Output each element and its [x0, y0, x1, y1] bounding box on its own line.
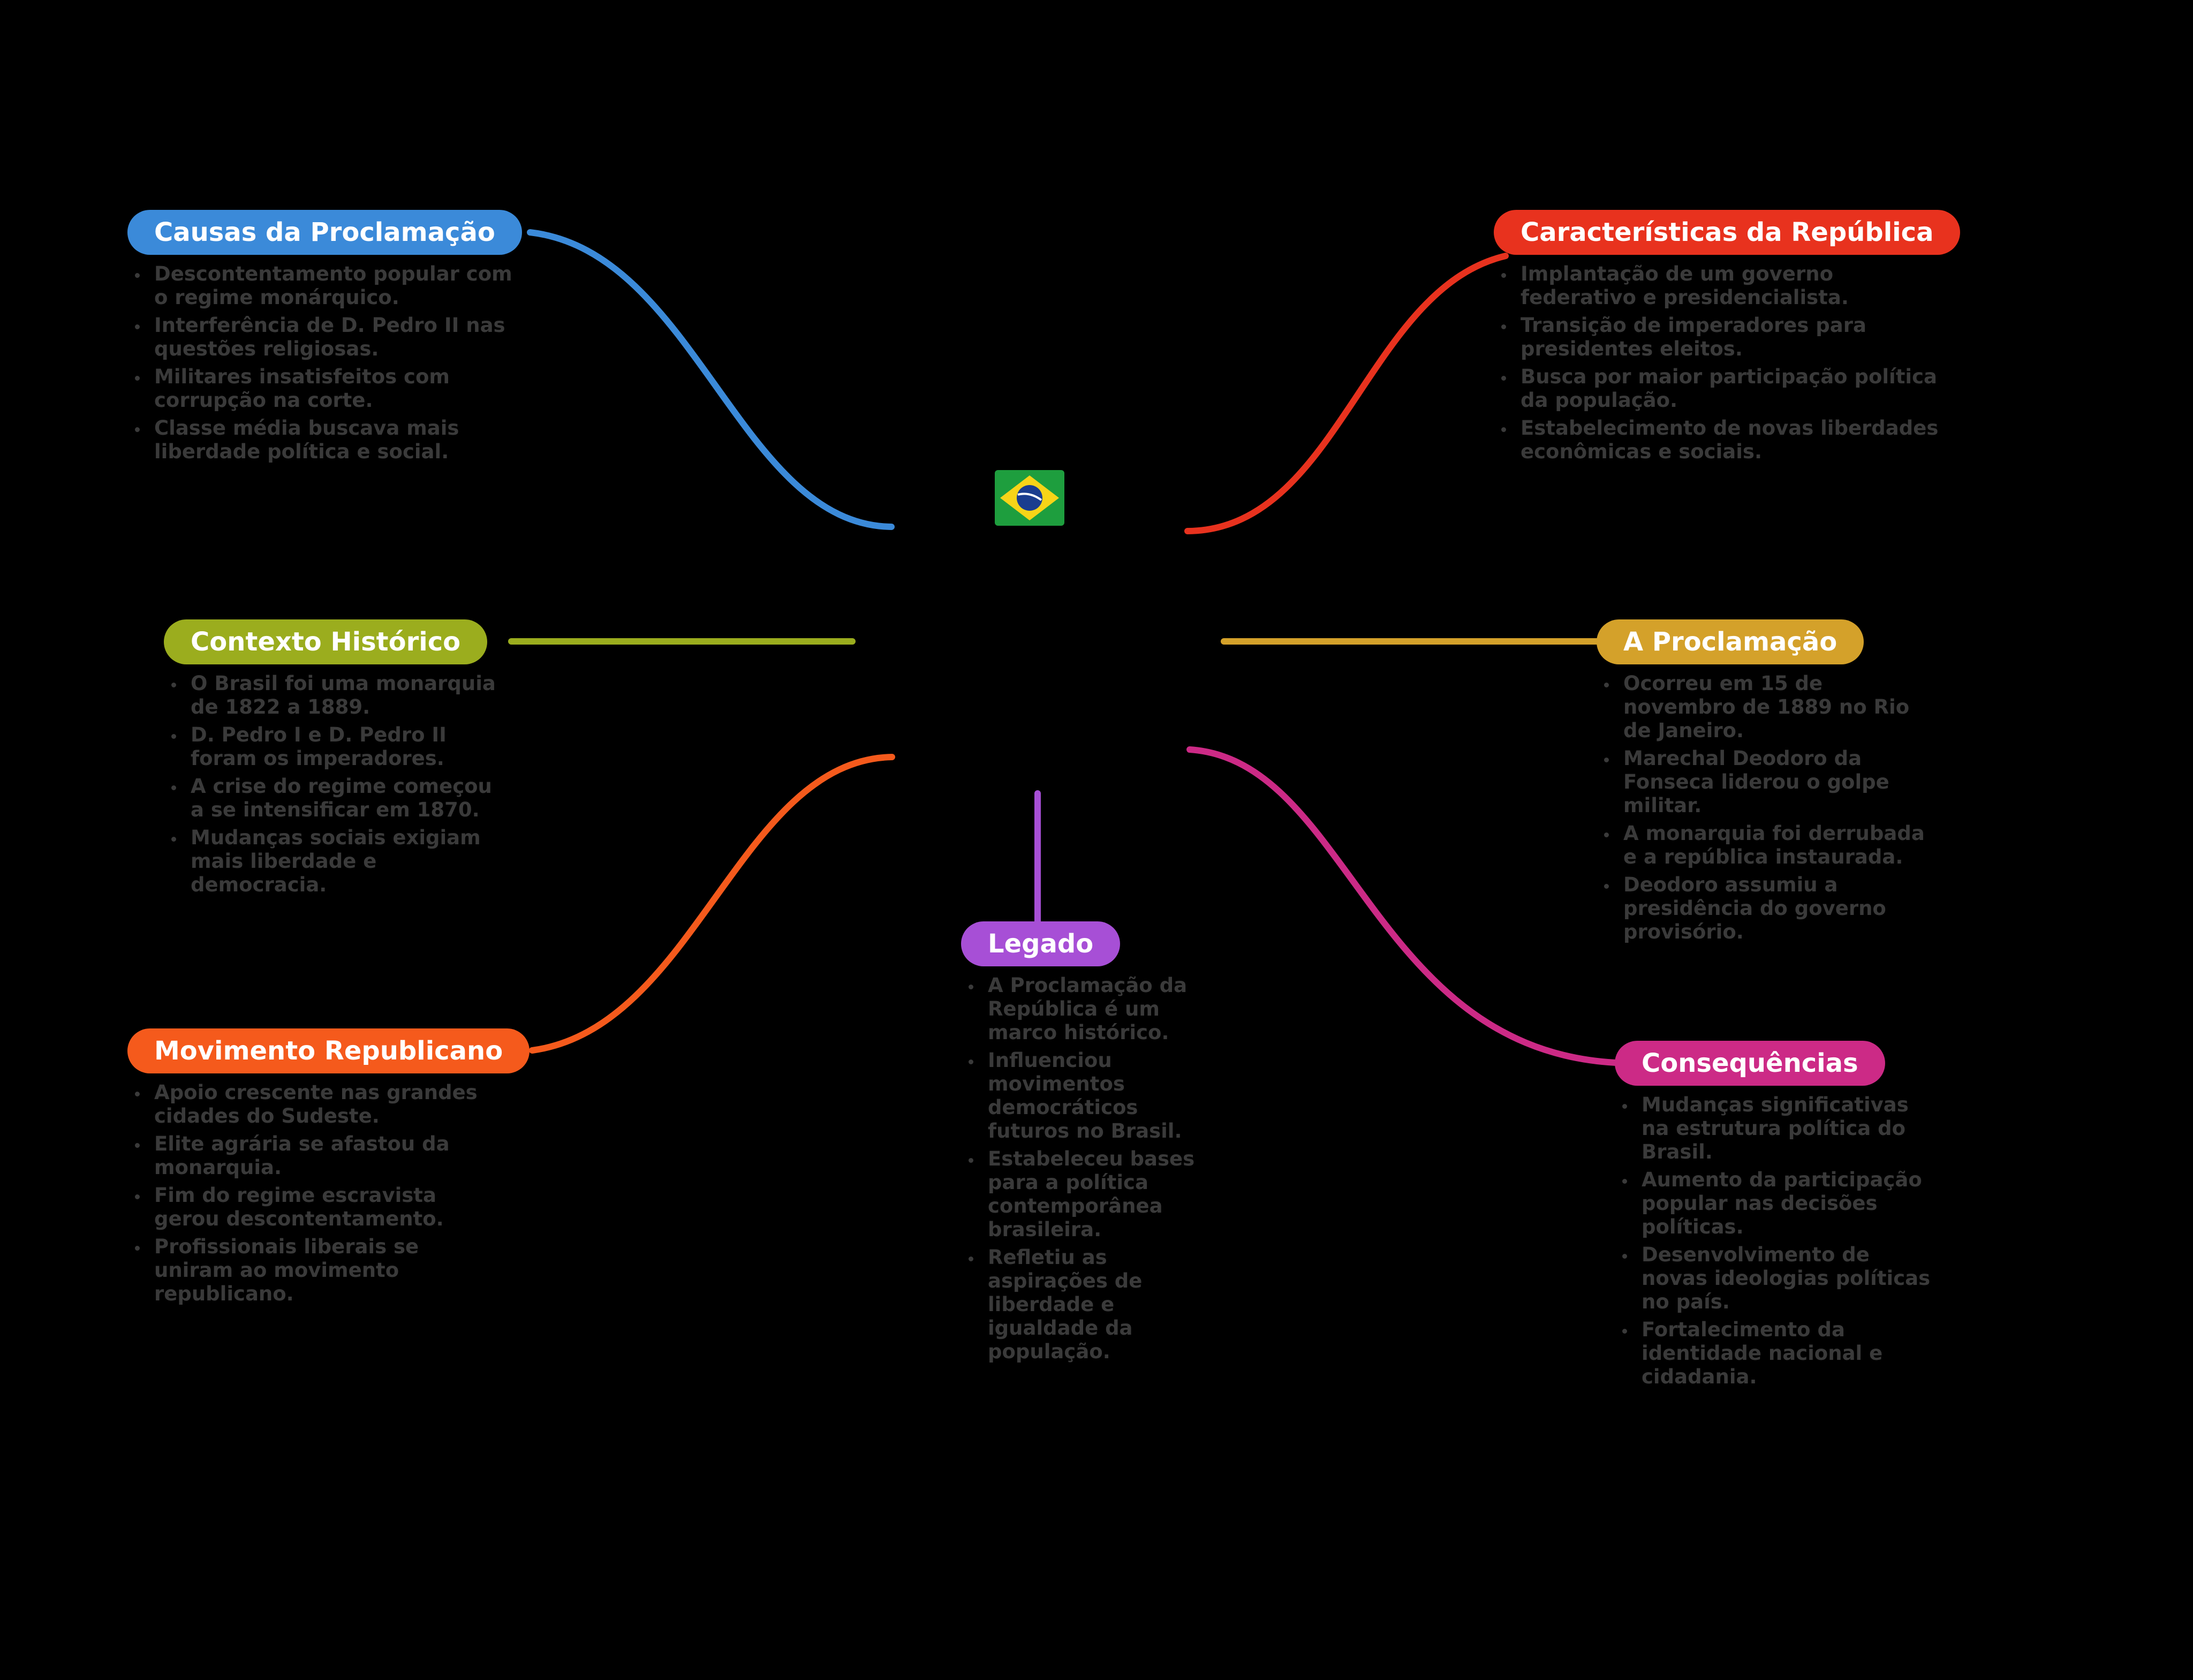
- flag-brazil-icon: [995, 470, 1064, 526]
- list-item: Ocorreu em 15 de novembro de 1889 no Rio…: [1597, 672, 1929, 743]
- item-list-legado: A Proclamação da República é um marco hi…: [961, 974, 1197, 1364]
- connector-movimento: [529, 754, 895, 1054]
- list-item: Mudanças sociais exigiam mais liberdade …: [164, 826, 506, 897]
- branch-movimento: Movimento Republicano Apoio crescente na…: [127, 1028, 534, 1310]
- list-item: O Brasil foi uma monarquia de 1822 a 188…: [164, 672, 506, 719]
- branch-consequencias: Consequências Mudanças significativas na…: [1615, 1041, 1947, 1393]
- list-item: Influenciou movimentos democráticos futu…: [961, 1049, 1197, 1143]
- connector-consequencias: [1186, 746, 1619, 1066]
- list-item: A Proclamação da República é um marco hi…: [961, 974, 1197, 1045]
- list-item: Classe média buscava mais liberdade polí…: [127, 417, 524, 464]
- list-item: Interferência de D. Pedro II nas questõe…: [127, 314, 524, 361]
- list-item: Elite agrária se afastou da monarquia.: [127, 1132, 481, 1179]
- branch-title-movimento: Movimento Republicano: [127, 1028, 530, 1073]
- branch-title-proclamacao: A Proclamação: [1597, 619, 1864, 664]
- connector-causas: [527, 229, 895, 530]
- item-list-consequencias: Mudanças significativas na estrutura pol…: [1615, 1093, 1936, 1389]
- item-list-caracteristicas: Implantação de um governo federativo e p…: [1494, 262, 1954, 464]
- branch-contexto: Contexto Histórico O Brasil foi uma mona…: [164, 619, 517, 901]
- list-item: Estabelecimento de novas liberdades econ…: [1494, 417, 1954, 464]
- branch-legado: Legado A Proclamação da República é um m…: [961, 921, 1207, 1368]
- list-item: Implantação de um governo federativo e p…: [1494, 262, 1954, 309]
- branch-title-caracteristicas: Características da República: [1494, 210, 1961, 255]
- list-item: A monarquia foi derrubada e a república …: [1597, 822, 1929, 869]
- branch-proclamacao: A Proclamação Ocorreu em 15 de novembro …: [1597, 619, 1939, 948]
- list-item: Profissionais liberais se uniram ao movi…: [127, 1235, 481, 1306]
- item-list-movimento: Apoio crescente nas grandes cidades do S…: [127, 1081, 481, 1306]
- list-item: Refletiu as aspirações de liberdade e ig…: [961, 1246, 1197, 1364]
- list-item: Apoio crescente nas grandes cidades do S…: [127, 1081, 481, 1128]
- branch-title-contexto: Contexto Histórico: [164, 619, 488, 664]
- connector-caracteristicas: [1184, 253, 1509, 534]
- item-list-causas: Descontentamento popular com o regime mo…: [127, 262, 524, 464]
- branch-causas: Causas da Proclamação Descontentamento p…: [127, 210, 534, 468]
- list-item: Busca por maior participação política da…: [1494, 365, 1954, 412]
- list-item: Transição de imperadores para presidente…: [1494, 314, 1954, 361]
- branch-title-legado: Legado: [961, 921, 1121, 966]
- branch-title-consequencias: Consequências: [1615, 1041, 1885, 1086]
- list-item: Marechal Deodoro da Fonseca liderou o go…: [1597, 747, 1929, 818]
- branch-caracteristicas: Características da República Implantação…: [1494, 210, 1997, 468]
- list-item: Estabeleceu bases para a política contem…: [961, 1147, 1197, 1242]
- list-item: Aumento da participação popular nas deci…: [1615, 1168, 1936, 1239]
- item-list-proclamacao: Ocorreu em 15 de novembro de 1889 no Rio…: [1597, 672, 1929, 944]
- list-item: Desenvolvimento de novas ideologias polí…: [1615, 1243, 1936, 1314]
- branch-title-causas: Causas da Proclamação: [127, 210, 522, 255]
- list-item: Descontentamento popular com o regime mo…: [127, 262, 524, 309]
- list-item: Mudanças significativas na estrutura pol…: [1615, 1093, 1936, 1164]
- list-item: Fortalecimento da identidade nacional e …: [1615, 1318, 1936, 1389]
- list-item: D. Pedro I e D. Pedro II foram os impera…: [164, 723, 506, 770]
- item-list-contexto: O Brasil foi uma monarquia de 1822 a 188…: [164, 672, 506, 897]
- list-item: A crise do regime começou a se intensifi…: [164, 775, 506, 822]
- list-item: Fim do regime escravista gerou desconten…: [127, 1184, 481, 1231]
- list-item: Militares insatisfeitos com corrupção na…: [127, 365, 524, 412]
- list-item: Deodoro assumiu a presidência do governo…: [1597, 873, 1929, 944]
